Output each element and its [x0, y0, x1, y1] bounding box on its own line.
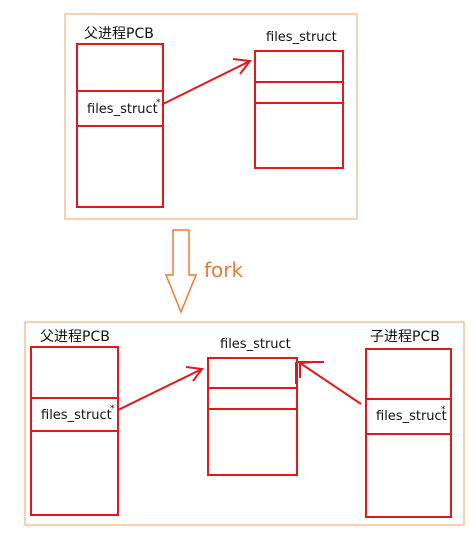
bottom-child-pcb-title: 子进程PCB — [370, 329, 440, 345]
bottom-panel — [24, 321, 465, 526]
top-parent-files-struct-field — [76, 90, 164, 127]
fork-arrow-icon — [164, 229, 198, 314]
bottom-parent-field-label: files_struct — [41, 408, 112, 423]
bottom-files-struct-box — [207, 357, 298, 476]
bottom-child-pointer-mark: * — [441, 405, 446, 415]
bottom-parent-files-struct-field — [30, 397, 119, 432]
bottom-child-field-label: files_struct — [376, 409, 447, 424]
bottom-parent-pointer-arrow — [117, 366, 204, 411]
fork-label: fork — [204, 258, 244, 282]
top-pointer-mark: * — [156, 98, 161, 108]
bottom-parent-pcb-title: 父进程PCB — [40, 329, 110, 345]
bottom-extra-arrow — [295, 361, 324, 384]
top-parent-pcb-title: 父进程PCB — [84, 26, 154, 42]
bottom-child-pointer-arrow — [299, 361, 362, 405]
bottom-parent-pointer-mark: * — [110, 404, 115, 414]
top-pointer-arrow — [162, 58, 252, 105]
top-panel — [64, 13, 358, 220]
top-files-struct-title: files_struct — [266, 30, 337, 45]
top-files-struct-box — [254, 50, 344, 169]
top-parent-field-label: files_struct — [87, 102, 158, 117]
bottom-child-files-struct-field — [365, 398, 452, 435]
bottom-files-struct-title: files_struct — [220, 337, 291, 352]
